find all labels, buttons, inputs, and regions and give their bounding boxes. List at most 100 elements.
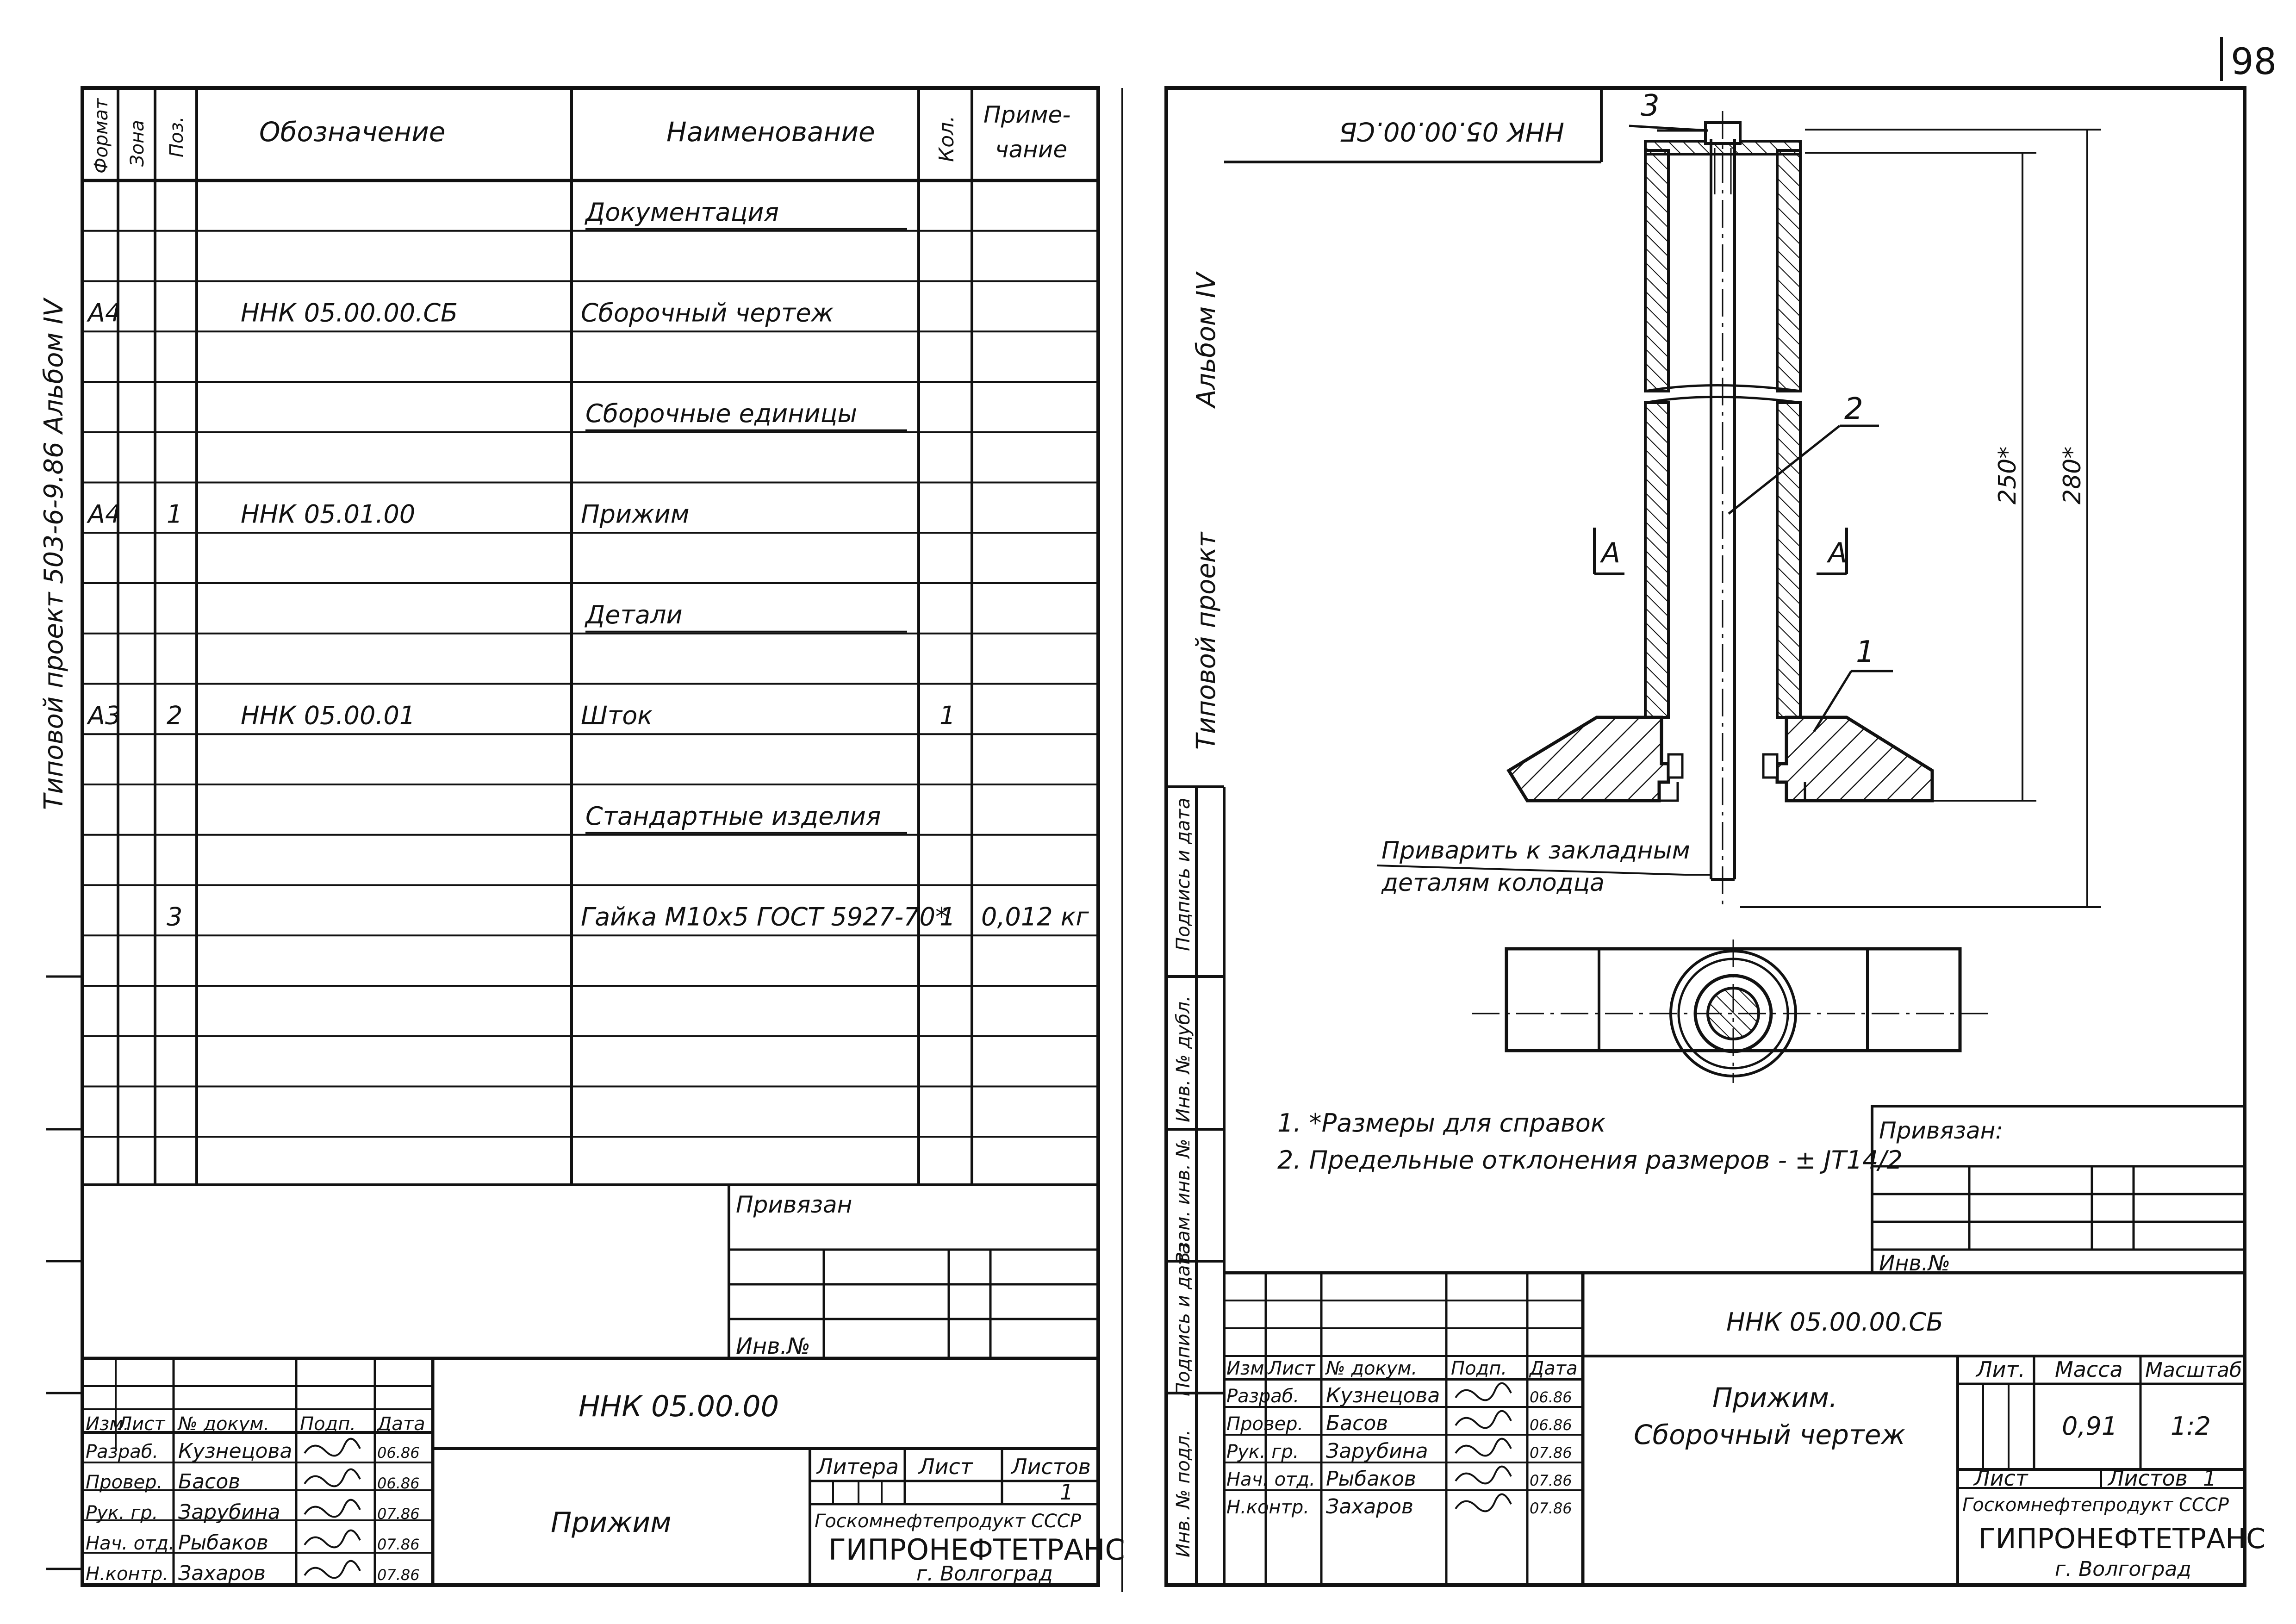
- left-side-label: Типовой проект 503-6-9.86 Альбом IV: [39, 297, 69, 810]
- stamp-name: Басов: [178, 1470, 240, 1493]
- spec-row-designation: ННК 05.00.01: [241, 701, 415, 730]
- side-box-label: Подпись и дата: [1173, 1243, 1194, 1396]
- right-tied-label: Привязан:: [1879, 1117, 2003, 1144]
- left-org-line2: ГИПРОНЕФТЕТРАНС: [828, 1533, 1125, 1567]
- header-designation: Обозначение: [259, 116, 445, 148]
- spec-row: Детали: [585, 600, 907, 633]
- note-1: 1. *Размеры для справок: [1277, 1108, 1606, 1138]
- spec-row-qty: 1: [940, 902, 955, 931]
- left-org-line3: г. Волгоград: [916, 1562, 1053, 1586]
- spec-row-qty: 1: [940, 701, 955, 730]
- signature: [1455, 1465, 1512, 1485]
- spec-row-pos: 3: [167, 902, 182, 931]
- spec-row-designation: ННК 05.00.00.СБ: [241, 298, 458, 327]
- stamp-role: Рук. гр.: [1226, 1441, 1299, 1462]
- signature: [1455, 1382, 1512, 1401]
- spec-table: Формат Зона Поз. Обозначение Наименовани…: [82, 88, 1098, 1186]
- callout-2: 2: [1844, 392, 1863, 426]
- right-stamp-title-2: Сборочный чертеж: [1634, 1419, 1905, 1450]
- side-box-label: Взам. инв. №: [1173, 1139, 1194, 1264]
- assembly-drawing: А А 3 2 1 250* 280* Приварить к закладны…: [1376, 89, 2101, 1083]
- stamp-date: 06.86: [1530, 1416, 1572, 1434]
- stamp-role: Провер.: [1226, 1413, 1303, 1435]
- header-note-2: чание: [995, 136, 1067, 163]
- stamp-col-header: № докум.: [177, 1413, 269, 1435]
- spec-row-designation: ННК 05.01.00: [241, 499, 415, 529]
- stamp-date: 07.86: [1530, 1472, 1572, 1489]
- stamp-col-header: Дата: [1529, 1358, 1578, 1379]
- spec-row-name: Гайка М10х5 ГОСТ 5927-70*: [581, 902, 948, 931]
- right-stamp-code: ННК 05.00.00.СБ: [1726, 1307, 1943, 1337]
- stamp-col-header: Изм.: [86, 1413, 129, 1435]
- right-side-label-1: Типовой проект: [1191, 531, 1221, 750]
- spec-row-name: Прижим: [581, 499, 689, 529]
- header-zone: Зона: [127, 120, 148, 167]
- signature: [1455, 1493, 1512, 1512]
- stamp-role: Нач. отд.: [1226, 1469, 1315, 1490]
- page-number-block: 98: [2220, 37, 2277, 83]
- stamp-date: 06.86: [1530, 1388, 1572, 1406]
- left-sheet: Типовой проект 503-6-9.86 Альбом IV Форм…: [39, 86, 1125, 1587]
- dimension-250: 250*: [1994, 447, 2022, 504]
- left-stamp-title: Прижим: [551, 1506, 672, 1539]
- spec-row-name: Документация: [585, 198, 779, 227]
- stamp-date: 07.86: [1530, 1500, 1572, 1517]
- spec-row-pos: 2: [167, 701, 182, 730]
- stamp-date: 07.86: [1530, 1444, 1572, 1462]
- spec-row-pos: 1: [167, 499, 182, 529]
- signature: [304, 1499, 361, 1518]
- header-name: Наименование: [666, 116, 875, 148]
- left-org-line1: Госкомнефтепродукт СССР: [815, 1511, 1082, 1532]
- right-org-line3: г. Волгоград: [2055, 1557, 2191, 1581]
- spec-row-name: Сборочные единицы: [585, 399, 857, 428]
- top-code-box: ННК 05.00.00.СБ: [1224, 88, 1603, 163]
- left-sheets-label: Листов: [1010, 1454, 1091, 1479]
- stamp-date: 06.86: [377, 1444, 420, 1462]
- side-box-label: Инв. № подл.: [1173, 1430, 1194, 1557]
- top-code-mirrored: ННК 05.00.00.СБ: [1339, 116, 1564, 146]
- right-scale-label: Масштаб: [2145, 1358, 2242, 1382]
- stamp-role: Нач. отд.: [86, 1533, 174, 1554]
- stamp-col-header: Изм.: [1226, 1358, 1270, 1379]
- stamp-date: 07.86: [377, 1505, 420, 1523]
- left-tied-label: Привязан: [736, 1191, 852, 1218]
- stamp-col-header: Лист: [1267, 1358, 1316, 1379]
- signature: [304, 1437, 361, 1457]
- right-mass-value: 0,91: [2062, 1412, 2117, 1441]
- callout-1: 1: [1856, 635, 1875, 669]
- spec-row: Сборочные единицы: [585, 399, 907, 431]
- right-mass-label: Масса: [2055, 1357, 2123, 1382]
- right-scale-value: 1:2: [2171, 1412, 2211, 1441]
- stamp-role: Провер.: [86, 1472, 162, 1493]
- spec-row-note: 0,012 кг: [981, 902, 1089, 931]
- left-stamp-code: ННК 05.00.00: [579, 1389, 779, 1423]
- stamp-date: 07.86: [377, 1566, 420, 1584]
- stamp-name: Захаров: [178, 1562, 266, 1585]
- header-pos: Поз.: [166, 116, 187, 157]
- right-sheet-label: Лист: [1973, 1466, 2028, 1491]
- right-org-line2: ГИПРОНЕФТЕТРАНС: [1979, 1523, 2265, 1555]
- weld-note-2: деталям колодца: [1381, 869, 1605, 897]
- right-tied-block: Привязан: Инв.№: [1871, 1105, 2246, 1276]
- stamp-role: Разраб.: [86, 1441, 158, 1462]
- signature: [304, 1560, 361, 1579]
- spec-row: 3 Гайка М10х5 ГОСТ 5927-70*1 0,012 кг: [167, 902, 1089, 931]
- stamp-name: Басов: [1326, 1412, 1388, 1435]
- page-number: 98: [2231, 41, 2277, 83]
- spec-row-name: Сборочный чертеж: [581, 298, 834, 327]
- left-litera-label: Литера: [816, 1454, 899, 1479]
- header-qty: Кол.: [935, 116, 958, 162]
- header-note-1: Приме-: [983, 101, 1070, 128]
- stamp-role: Н.контр.: [86, 1563, 168, 1585]
